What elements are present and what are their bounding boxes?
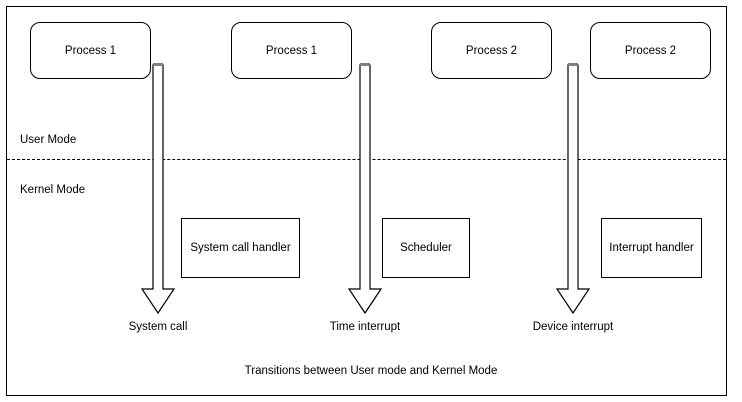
process-box-4-label: Process 2 <box>624 44 677 57</box>
interrupt-handler-box[interactable]: Interrupt handler <box>601 218 702 278</box>
system-call-handler-label: System call handler <box>190 242 291 254</box>
process-box-1-label: Process 1 <box>64 44 117 57</box>
device-interrupt-arrow-label: Device interrupt <box>532 321 614 333</box>
user-mode-label: User Mode <box>20 134 77 146</box>
interrupt-handler-label: Interrupt handler <box>609 242 694 254</box>
scheduler-box[interactable]: Scheduler <box>382 218 470 278</box>
kernel-mode-label: Kernel Mode <box>20 184 86 196</box>
process-box-4[interactable]: Process 2 <box>590 22 711 79</box>
system-call-arrow-label: System call <box>128 321 188 333</box>
process-box-3[interactable]: Process 2 <box>431 22 552 79</box>
diagram-caption: Transitions between User mode and Kernel… <box>244 365 498 377</box>
scheduler-label: Scheduler <box>400 242 452 254</box>
user-kernel-divider-line <box>7 159 726 160</box>
process-box-1[interactable]: Process 1 <box>30 22 151 79</box>
time-interrupt-arrow-label: Time interrupt <box>329 321 401 333</box>
system-call-handler-box[interactable]: System call handler <box>181 218 300 278</box>
process-box-2-label: Process 1 <box>265 44 318 57</box>
process-box-3-label: Process 2 <box>465 44 518 57</box>
process-box-2[interactable]: Process 1 <box>231 22 352 79</box>
